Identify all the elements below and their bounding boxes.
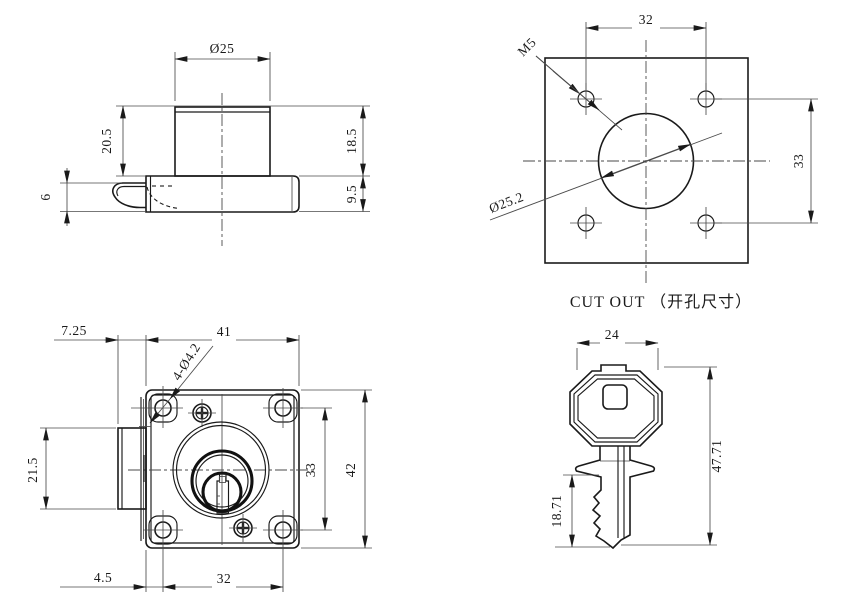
dim-cylinder-diameter: Ø25 (210, 41, 235, 56)
lock-cylinder (128, 394, 314, 545)
dim-hole-spacing-v-33: 33 (303, 463, 318, 478)
dim-latch-height-21-5: 21.5 (25, 457, 40, 483)
dim-height-20-5: 20.5 (99, 128, 114, 154)
phillips-screw-bottom (229, 514, 257, 542)
dim-hole-spacing-33: 33 (791, 154, 806, 169)
front-view: 7.25 41 4-Ø4.2 21.5 33 42 (25, 323, 372, 592)
dim-key-head-24: 24 (605, 327, 620, 342)
label-thread-m5: M5 (515, 34, 540, 59)
front-corner-holes (131, 386, 303, 550)
dim-latch-offset-7-25: 7.25 (61, 323, 87, 338)
cutout-caption: CUT OUT （开孔尺寸） (570, 293, 752, 311)
key-outline (569, 364, 663, 550)
dim-body-height-42: 42 (343, 463, 358, 478)
front-view-dimensions: 7.25 41 4-Ø4.2 21.5 33 42 (25, 323, 372, 592)
latch-bolt (117, 427, 147, 510)
side-view-outline (112, 93, 300, 246)
dim-height-9-5: 9.5 (344, 185, 359, 203)
side-view-hidden-lines (146, 185, 180, 210)
dim-body-width-41: 41 (217, 324, 232, 339)
dim-hole-spacing-32: 32 (639, 12, 654, 27)
cutout-dimensions: 32 33 M5 Ø25.2 (487, 12, 818, 224)
key-dimensions: 24 47.71 18.71 (549, 327, 724, 548)
dim-hole-spacing-h-32: 32 (217, 571, 232, 586)
front-view-outline (117, 386, 314, 550)
label-cutout-diameter: Ø25.2 (487, 189, 526, 216)
dim-edge-offset-4-5: 4.5 (94, 570, 112, 585)
dim-height-18-5: 18.5 (344, 128, 359, 154)
key-view: 24 47.71 18.71 (549, 327, 724, 550)
cutout-view: 32 33 M5 Ø25.2 CUT OUT （开孔尺寸） (487, 12, 818, 311)
dim-blade-length-18-71: 18.71 (549, 495, 564, 528)
key-head-hole (602, 384, 628, 410)
phillips-screw-top (188, 399, 216, 427)
side-view: Ø25 20.5 18.5 9.5 6 (38, 41, 370, 246)
dim-key-length-47-71: 47.71 (709, 440, 724, 473)
keyway-slot (216, 473, 230, 514)
side-view-dimensions: Ø25 20.5 18.5 9.5 6 (38, 41, 370, 226)
label-corner-holes: 4-Ø4.2 (169, 340, 203, 383)
dim-latch-height-6: 6 (38, 193, 53, 200)
